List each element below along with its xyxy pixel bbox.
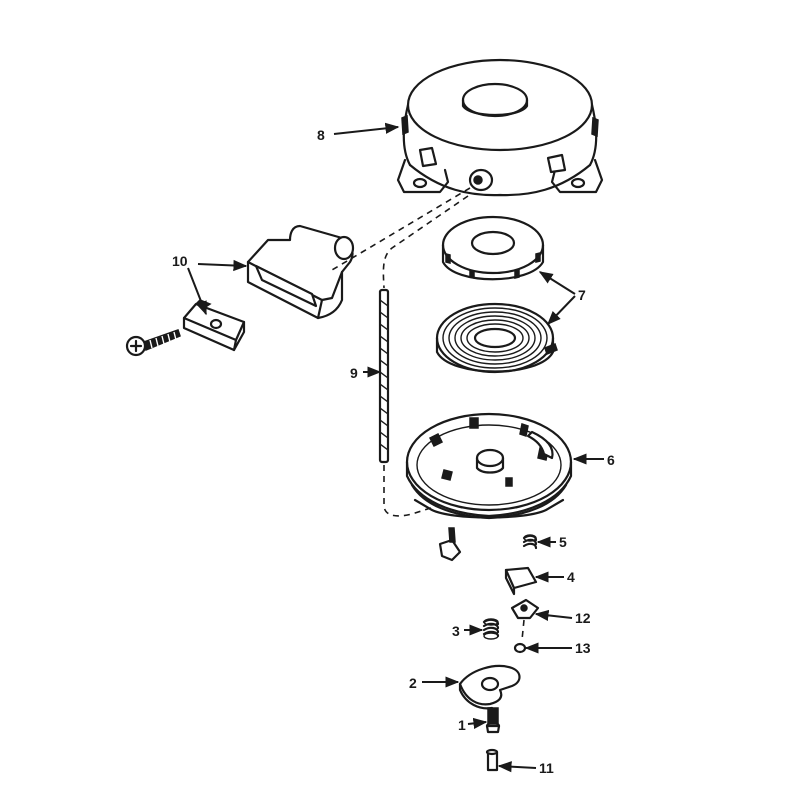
part-10-starter-handle xyxy=(246,224,355,320)
callout-10: 10 xyxy=(172,253,188,269)
callout-13: 13 xyxy=(575,640,591,656)
pulley-hub-key xyxy=(438,527,462,562)
part-5-pawl-spring xyxy=(522,534,538,550)
callout-2: 2 xyxy=(409,675,417,691)
callout-11: 11 xyxy=(539,760,554,776)
callout-7: 7 xyxy=(578,287,586,303)
part-2-retainer-plate xyxy=(458,664,521,710)
part-6-rope-pulley xyxy=(405,412,573,520)
part-12-brake-link xyxy=(510,598,540,641)
rope-routing-dashed-lines xyxy=(331,187,471,517)
part-13-small-washer xyxy=(513,642,527,654)
callout-1: 1 xyxy=(458,717,466,733)
callout-12: 12 xyxy=(575,610,591,626)
callout-5: 5 xyxy=(559,534,567,550)
part-7-recoil-spring xyxy=(435,302,558,374)
callout-4: 4 xyxy=(567,569,575,585)
part-9-starter-rope xyxy=(378,288,390,464)
callout-leaders xyxy=(187,122,604,773)
part-7-spring-cup xyxy=(441,215,545,281)
callout-labels: 8 10 7 9 6 5 4 12 3 13 2 1 11 xyxy=(172,127,615,776)
part-10-handle-insert xyxy=(182,299,246,352)
part-10-rope-screw xyxy=(125,329,181,357)
callout-6: 6 xyxy=(607,452,615,468)
part-8-starter-housing xyxy=(396,58,604,197)
part-4-pawl-plate xyxy=(504,566,538,596)
callout-9: 9 xyxy=(350,365,358,381)
part-1-shoulder-screw xyxy=(485,707,501,734)
callout-3: 3 xyxy=(452,623,460,639)
part-11-pin xyxy=(485,748,499,772)
part-3-brake-spring xyxy=(482,618,500,640)
callout-8: 8 xyxy=(317,127,325,143)
